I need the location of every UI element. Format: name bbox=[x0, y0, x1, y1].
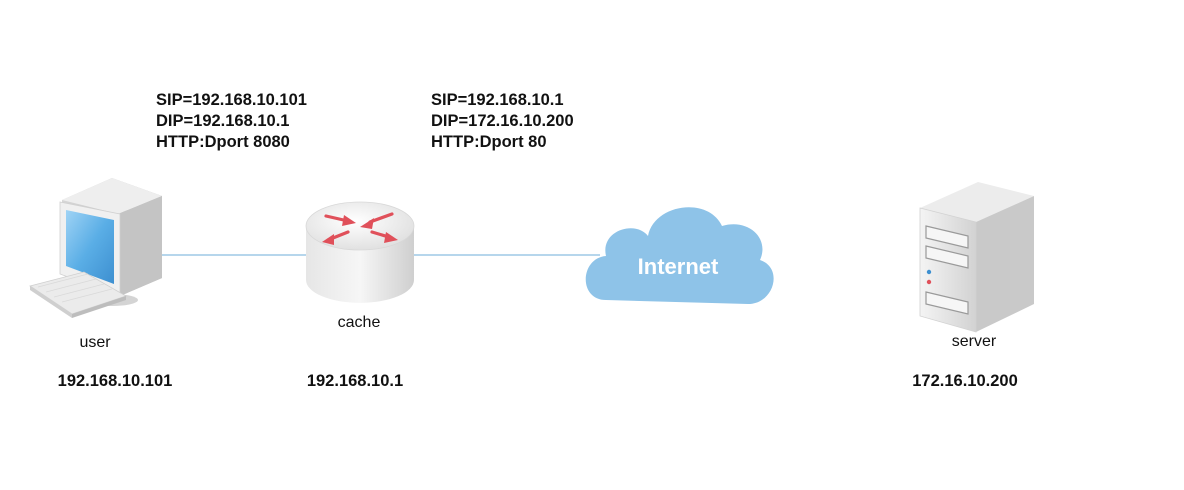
internet-label: Internet bbox=[638, 254, 719, 279]
desktop-computer-icon bbox=[29, 178, 162, 318]
packet-cache-to-server: SIP=192.168.10.1 DIP=172.16.10.200 HTTP:… bbox=[431, 90, 574, 153]
packet-dip: DIP=172.16.10.200 bbox=[431, 112, 574, 130]
server-label: server bbox=[951, 333, 997, 350]
cloud-icon: Internet bbox=[585, 207, 774, 304]
packet-sip: SIP=192.168.10.101 bbox=[156, 91, 307, 109]
user-ip: 192.168.10.101 bbox=[57, 372, 173, 390]
server-ip: 172.16.10.200 bbox=[912, 372, 1018, 390]
server-tower-icon bbox=[919, 182, 1034, 333]
cache-label: cache bbox=[337, 314, 381, 331]
packet-port: HTTP:Dport 80 bbox=[431, 133, 547, 151]
user-label: user bbox=[79, 334, 111, 351]
packet-sip: SIP=192.168.10.1 bbox=[431, 91, 564, 109]
packet-dip: DIP=192.168.10.1 bbox=[156, 112, 290, 130]
packet-user-to-cache: SIP=192.168.10.101 DIP=192.168.10.1 HTTP… bbox=[156, 90, 307, 153]
router-icon bbox=[305, 201, 415, 303]
packet-port: HTTP:Dport 8080 bbox=[156, 133, 290, 151]
cache-ip: 192.168.10.1 bbox=[306, 372, 404, 390]
